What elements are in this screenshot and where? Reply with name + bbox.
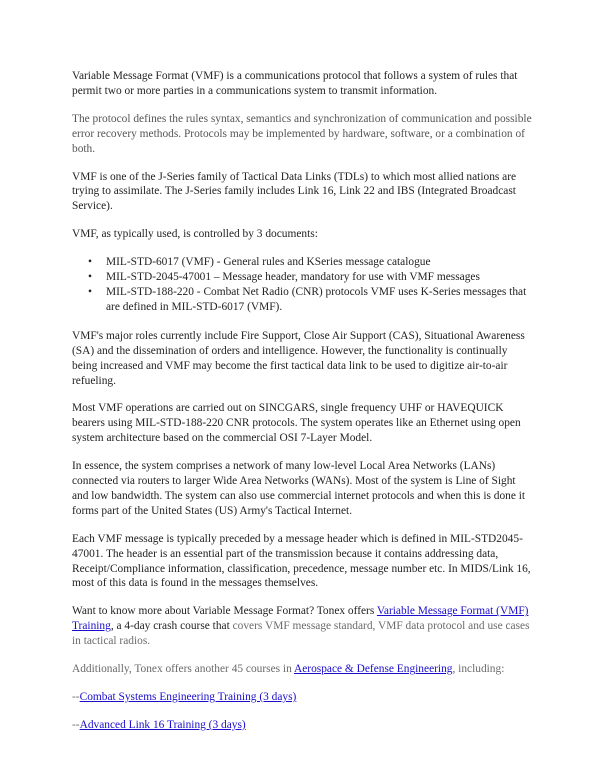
document-page: Variable Message Format (VMF) is a commu… bbox=[72, 69, 532, 746]
paragraph-operations: Most VMF operations are carried out on S… bbox=[72, 402, 521, 445]
documents-list: MIL-STD-6017 (VMF) - General rules and K… bbox=[72, 255, 532, 315]
paragraph-promo: Want to know more about Variable Message… bbox=[72, 604, 532, 649]
paragraph-network: In essence, the system comprises a netwo… bbox=[72, 460, 526, 517]
list-item: MIL-STD-2045-47001 – Message header, man… bbox=[88, 270, 532, 285]
paragraph-controlling-documents: VMF, as typically used, is controlled by… bbox=[72, 228, 318, 241]
combat-systems-training-link[interactable]: Combat Systems Engineering Training (3 d… bbox=[79, 691, 297, 703]
paragraph-vmf-definition: Variable Message Format (VMF) is a commu… bbox=[72, 70, 518, 97]
promo-after-link: , a 4-day crash course that bbox=[110, 620, 233, 633]
paragraph-major-roles: VMF's major roles currently include Fire… bbox=[72, 329, 525, 387]
promo-description: covers VMF message standard, VMF data pr… bbox=[72, 620, 530, 648]
additional-intro: Additionally, Tonex offers another 45 co… bbox=[72, 663, 295, 676]
course-link-prefix: -- bbox=[72, 691, 80, 703]
promo-intro: Want to know more about Variable Message… bbox=[72, 605, 377, 618]
course-link-line: --Advanced Link 16 Training (3 days) bbox=[72, 718, 532, 733]
aerospace-defense-link[interactable]: Aerospace & Defense Engineering bbox=[294, 663, 453, 676]
additional-after-link: , including: bbox=[452, 663, 505, 676]
advanced-link16-training-link[interactable]: Advanced Link 16 Training (3 days) bbox=[79, 718, 246, 731]
list-item: MIL-STD-6017 (VMF) - General rules and K… bbox=[88, 255, 532, 270]
paragraph-message-header: Each VMF message is typically preceded b… bbox=[72, 532, 531, 590]
paragraph-additional-courses: Additionally, Tonex offers another 45 co… bbox=[72, 662, 532, 677]
vmf-training-link[interactable]: Variable Message Format (VMF) Training bbox=[72, 605, 529, 633]
course-link-prefix: -- bbox=[72, 718, 80, 731]
paragraph-protocol-definition: The protocol defines the rules syntax, s… bbox=[72, 112, 532, 155]
paragraph-j-series: VMF is one of the J-Series family of Tac… bbox=[72, 170, 517, 213]
course-link-line: --Combat Systems Engineering Training (3… bbox=[72, 690, 532, 705]
list-item: MIL-STD-188-220 - Combat Net Radio (CNR)… bbox=[88, 285, 532, 315]
